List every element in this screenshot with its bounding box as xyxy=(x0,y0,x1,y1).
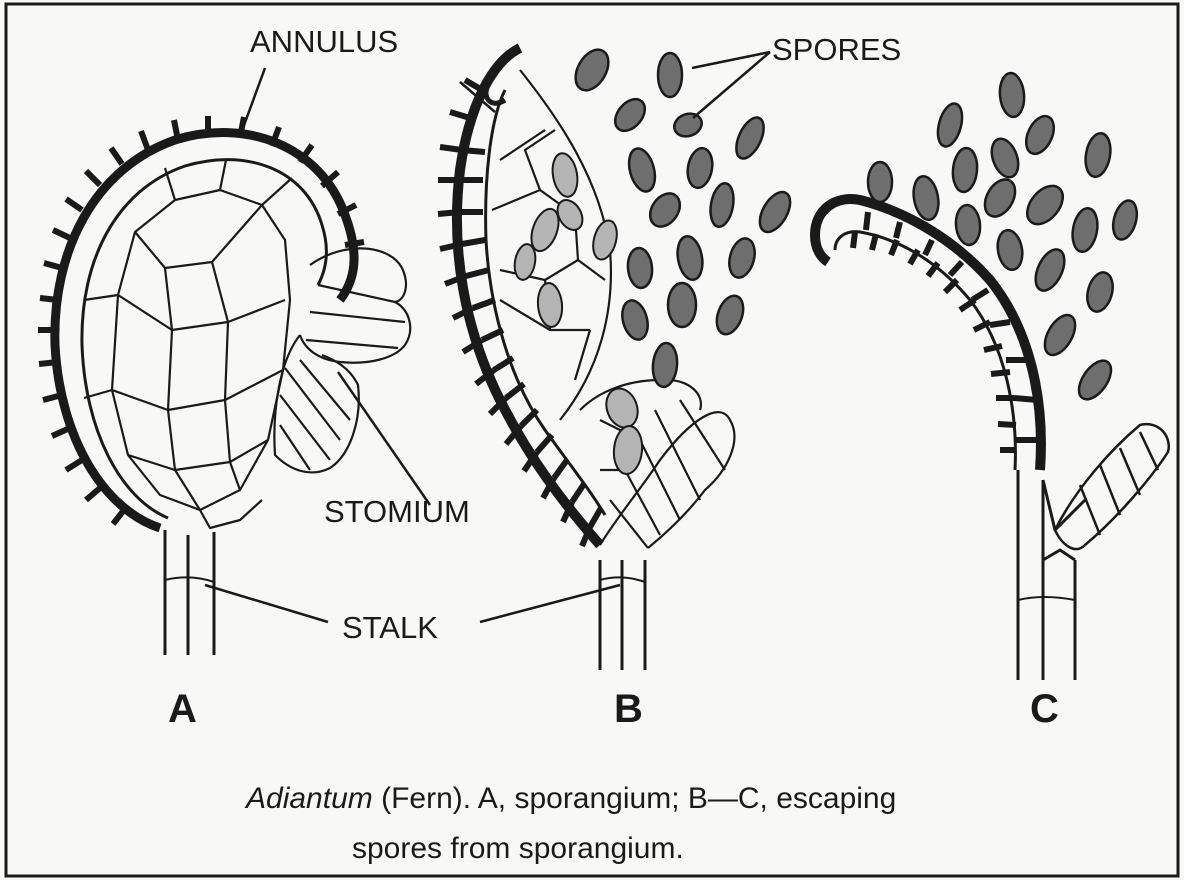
stomium-b xyxy=(580,380,734,548)
caption-line-1-rest: (Fern). A, sporangium; B—C, escaping xyxy=(373,782,897,815)
sporangium-a xyxy=(38,116,410,655)
stomium-label: STOMIUM xyxy=(324,494,470,529)
caption-genus: Adiantum xyxy=(244,782,373,815)
leader-stalk-a xyxy=(205,585,328,622)
leader-spores-1 xyxy=(692,52,770,68)
caption-line-2: spores from sporangium. xyxy=(352,832,684,865)
stalk-b xyxy=(600,560,645,670)
stomium-c xyxy=(1055,424,1169,549)
stalk-label: STALK xyxy=(342,610,438,645)
panel-label-c: C xyxy=(1030,687,1059,731)
caption-line-1: Adiantum (Fern). A, sporangium; B—C, esc… xyxy=(244,782,896,815)
leader-annulus-a xyxy=(243,68,265,128)
panel-label-a: A xyxy=(168,687,197,731)
spores-label: SPORES xyxy=(772,32,901,67)
stomium-a xyxy=(274,248,410,472)
leader-spores-2 xyxy=(693,52,770,118)
stalk-a xyxy=(165,530,214,655)
cells-a xyxy=(84,160,292,528)
annulus-label: ANNULUS xyxy=(250,24,398,59)
sporangium-c xyxy=(815,199,1169,680)
stalk-c xyxy=(1018,470,1085,680)
sporangium-b xyxy=(438,48,734,670)
annulus-ribs-b xyxy=(438,80,601,546)
spores-released xyxy=(569,44,1141,405)
panel-label-b: B xyxy=(614,687,643,731)
